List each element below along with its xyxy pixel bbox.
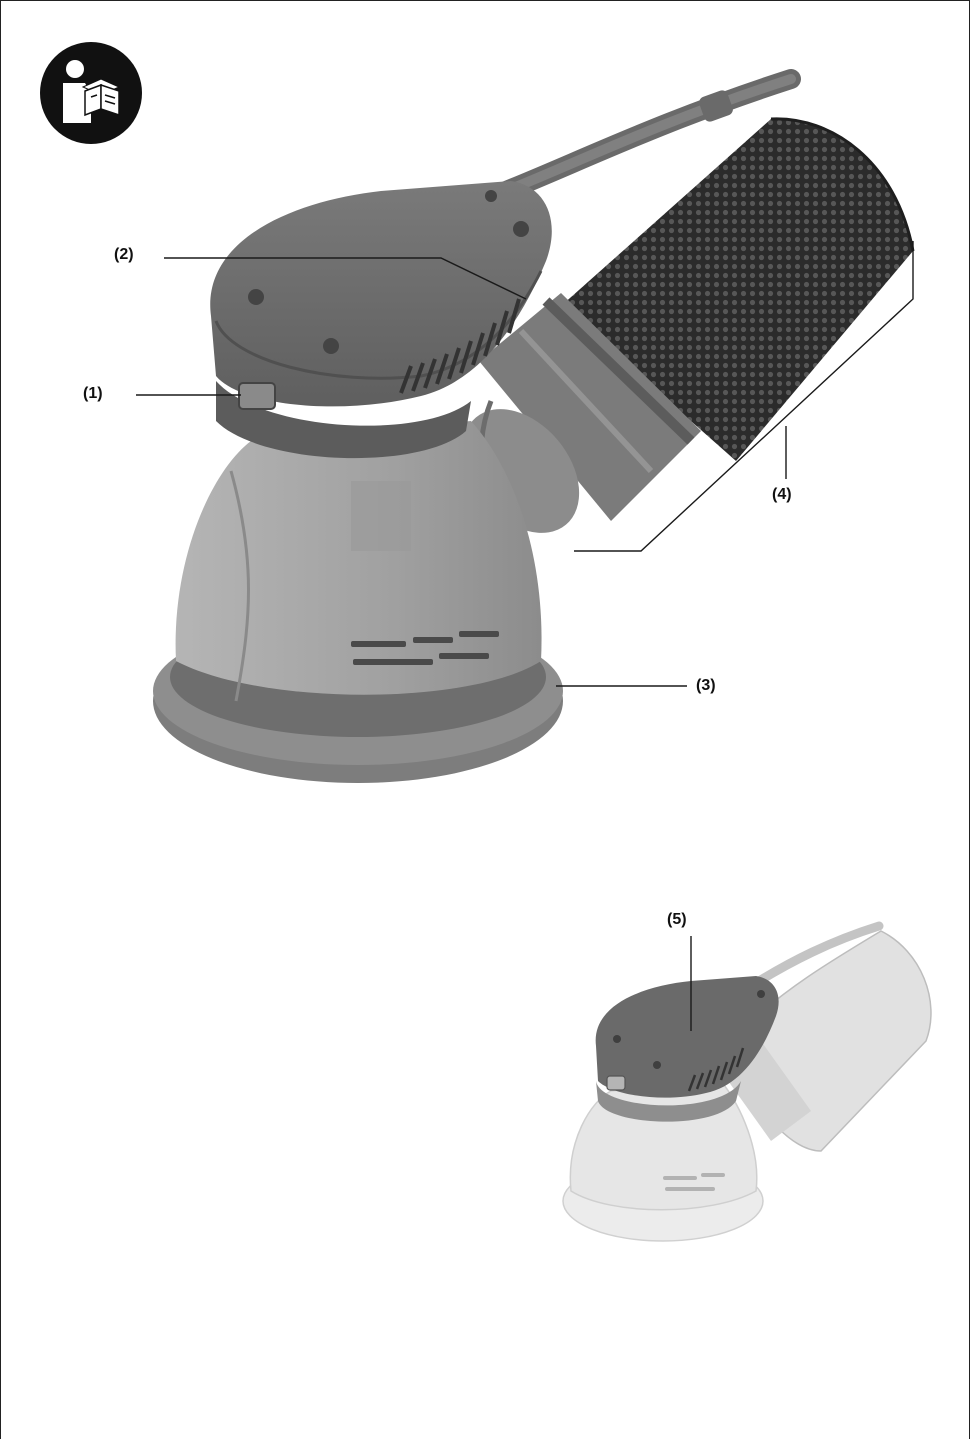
power-cord (496, 69, 801, 201)
leader-lines (136, 241, 914, 687)
top-housing (210, 181, 552, 410)
callout-label-4: (4) (772, 486, 792, 503)
dust-adapter (462, 293, 701, 544)
small-sander (562, 921, 932, 1242)
small-sander-top (595, 976, 779, 1098)
body-housing (175, 421, 542, 702)
motor-collar (216, 381, 471, 459)
on-off-switch (238, 382, 276, 410)
callout-label-1: (1) (83, 385, 103, 402)
read-manual-icon (40, 42, 142, 144)
dust-bag (561, 117, 915, 461)
callout-label-3: (3) (696, 677, 716, 694)
callout-label-2: (2) (114, 246, 134, 263)
leader-line-2 (164, 257, 527, 300)
callout-label-5: (5) (667, 911, 687, 928)
leader-line-4 (574, 241, 914, 552)
